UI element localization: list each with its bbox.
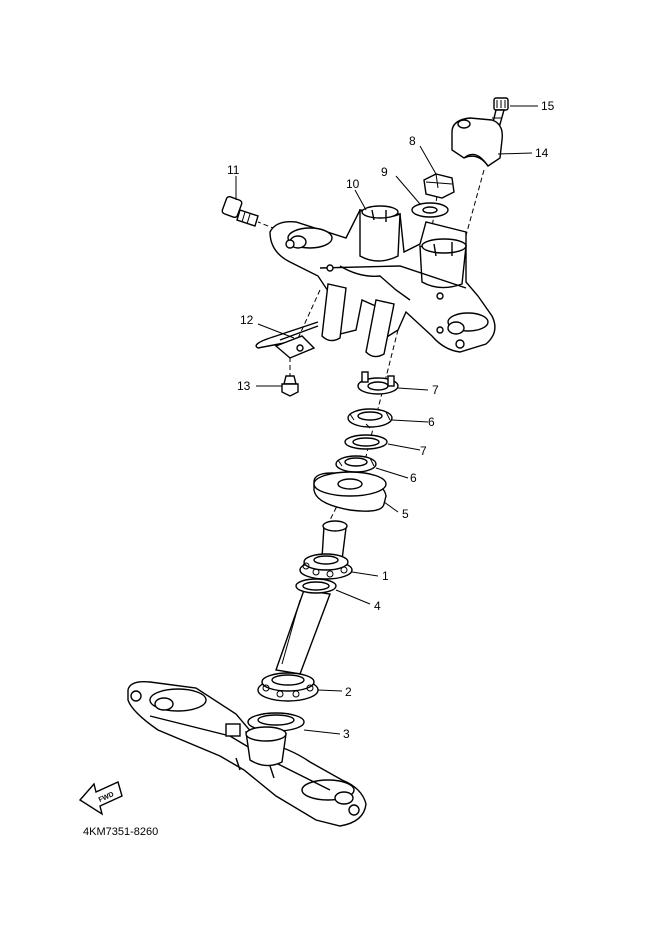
- lock-washer-8: [357, 371, 399, 395]
- callout-11: 10: [346, 177, 360, 191]
- callout-15: 14: [535, 146, 549, 160]
- upper-bracket-11: [269, 205, 496, 358]
- leader-lines: [235, 105, 538, 735]
- callout-10: 9: [381, 165, 388, 179]
- ring-nut-6-upper: [347, 408, 393, 429]
- callout-4: 4: [374, 599, 381, 613]
- callout-8: 7: [432, 383, 439, 397]
- callout-12: 11: [227, 163, 240, 177]
- upper-bearing-1: [299, 553, 353, 580]
- race-4: [295, 578, 337, 594]
- lower-bearing-2: [257, 672, 319, 702]
- nut-9: [423, 173, 455, 199]
- bolt-14: [281, 375, 299, 397]
- callout-2: 2: [345, 685, 352, 699]
- callout-6-lower: 6: [410, 471, 417, 485]
- callout-3: 3: [343, 727, 350, 741]
- callout-13: 12: [240, 313, 254, 327]
- callout-labels: 15 14 8 9 10 11 12 13 7 6 7 6 5 1 4 2 3: [227, 99, 555, 741]
- cable-guide-13: [255, 321, 319, 359]
- part-code: 4KM7351-8260: [83, 826, 158, 838]
- washer-10: [411, 202, 449, 218]
- callout-5: 5: [402, 507, 409, 521]
- callout-16: 15: [541, 99, 555, 113]
- bolt-12: [221, 195, 259, 227]
- callout-9: 8: [409, 134, 416, 148]
- callout-7: 7: [420, 444, 427, 458]
- callout-14: 13: [237, 379, 251, 393]
- under-bracket: [127, 680, 367, 827]
- washer-7: [344, 434, 388, 450]
- fwd-arrow-icon: FWD: [78, 781, 123, 816]
- ring-nut-6-lower: [335, 455, 377, 473]
- bearing-cover-5: [313, 471, 387, 512]
- callout-6-upper: 6: [428, 415, 435, 429]
- handlebar-clamp-15: [451, 117, 503, 167]
- callout-1: 1: [382, 569, 389, 583]
- steering-stem: [275, 520, 348, 675]
